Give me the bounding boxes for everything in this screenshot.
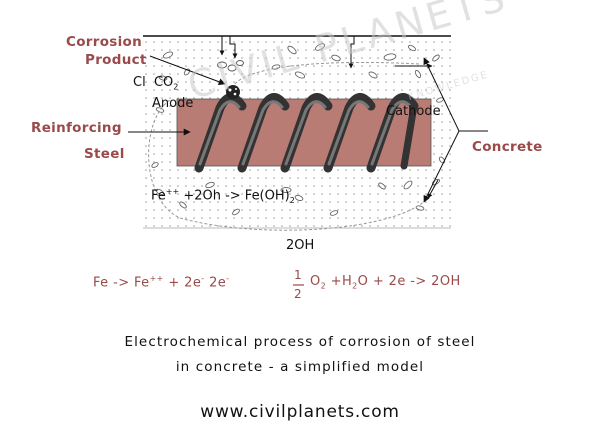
anodic-part1: Fe -> Fe [93, 275, 150, 291]
cathodic-equation: O2 +H2O + 2e -> 2OH [310, 274, 461, 291]
reaction-fe-charge: ++ [165, 187, 180, 196]
fraction-numerator: 1 [294, 268, 302, 282]
anodic-part3: 2e [204, 275, 227, 291]
iron-hydroxide-reaction: Fe++ +2Oh -> Fe(OH)2 [151, 187, 295, 205]
reaction-fe: Fe [151, 188, 166, 204]
ingress-arrows [219, 36, 355, 69]
anodic-equation: Fe -> Fe++ + 2e- 2e- [93, 274, 229, 290]
caption-line-2: in concrete - a simplified model [175, 359, 425, 375]
steel-spirals [194, 93, 419, 173]
reaction-rest: +2Oh -> Fe(OH) [183, 188, 290, 204]
website-url: www.civilplanets.com [200, 402, 400, 422]
current-loop [148, 61, 431, 231]
corrosion-label: Corrosion [66, 34, 143, 50]
product-label: Product [85, 52, 147, 68]
co2-subscript: 2 [173, 82, 179, 92]
hydroxide-label: 2OH [286, 238, 315, 253]
reinforcing-label: Reinforcing [31, 120, 122, 136]
concrete-label: Concrete [472, 139, 543, 155]
cl-text: Cl [133, 75, 146, 90]
anodic-part2: + 2e [163, 275, 202, 291]
cathodic-part2: +H [326, 274, 353, 289]
cl-co2-label: Cl CO2 [133, 75, 178, 92]
corrosion-product-blob [226, 85, 240, 99]
cathodic-sub2: 2 [352, 281, 358, 291]
anodic-sup1: ++ [149, 274, 164, 283]
co2-text: CO [153, 75, 174, 90]
corrosion-bubbles [217, 60, 244, 72]
cathodic-sub1: 2 [320, 281, 327, 291]
reaction-sub: 2 [289, 195, 295, 205]
anodic-sup2: - [201, 274, 205, 283]
anodic-sup3: - [226, 274, 230, 283]
cathodic-part3: O + 2e -> 2OH [357, 274, 461, 289]
aggregate-pebbles [151, 43, 446, 216]
fraction-denominator: 2 [294, 287, 302, 301]
label-arrows [128, 55, 488, 203]
anode-label: Anode [152, 96, 194, 111]
steel-label: Steel [84, 146, 125, 162]
cathodic-part1: O [310, 274, 321, 289]
cathode-label: Cathode [386, 104, 441, 119]
caption-line-1: Electrochemical process of corrosion of … [124, 334, 476, 350]
